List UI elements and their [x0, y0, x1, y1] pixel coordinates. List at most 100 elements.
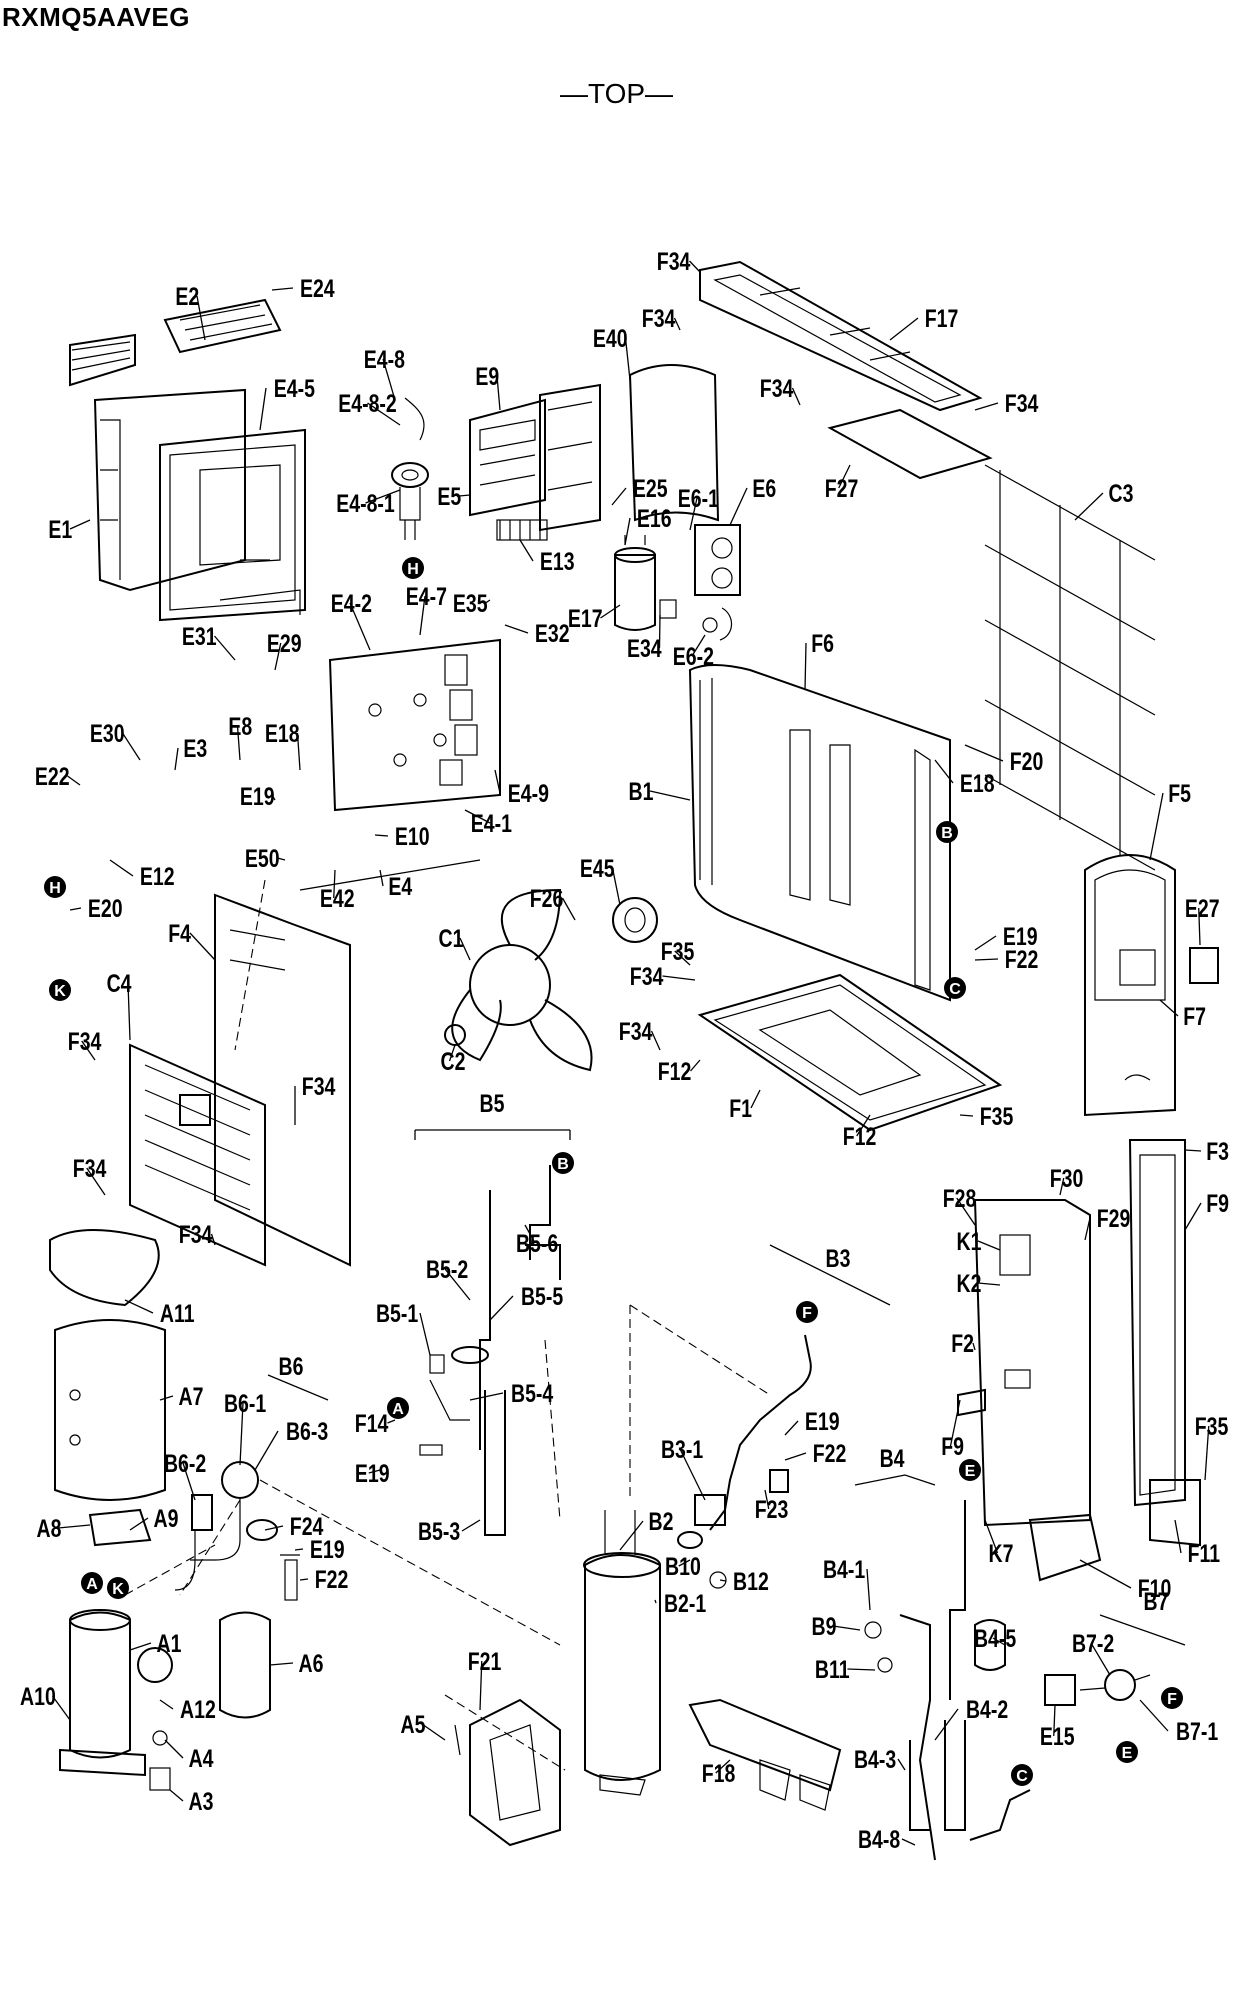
compressor-assembly — [49, 1229, 271, 1791]
callout-c3: C3 — [1109, 480, 1134, 508]
leader-e8 — [236, 725, 241, 761]
leader-b5-6 — [524, 1224, 536, 1244]
leader-e4-5 — [259, 387, 267, 431]
callout-c1: C1 — [439, 925, 464, 953]
callout-b10: B10 — [665, 1553, 701, 1581]
leader-e1 — [69, 519, 91, 530]
leader-c1 — [459, 937, 471, 961]
leader-e24 — [271, 287, 294, 291]
callout-a6: A6 — [299, 1650, 324, 1678]
leader-b4-3 — [897, 1758, 906, 1771]
group-brackets — [267, 859, 1186, 1646]
callout-a8: A8 — [37, 1515, 62, 1543]
marker-h-2: H — [44, 876, 66, 898]
callout-e18-2: E18 — [960, 770, 995, 798]
svg-text:C: C — [949, 981, 961, 998]
leader-e12 — [109, 859, 134, 877]
reactor-coil — [391, 397, 429, 540]
callout-f6: F6 — [811, 630, 834, 658]
marker-a-1: A — [387, 1397, 409, 1419]
leader-e50 — [277, 857, 286, 861]
callout-e32: E32 — [535, 620, 570, 648]
leader-f6 — [804, 642, 807, 691]
callout-f10: F10 — [1138, 1575, 1172, 1603]
callout-b12: B12 — [733, 1568, 769, 1596]
callout-e6: E6 — [752, 475, 776, 503]
callout-f34-7: F34 — [73, 1155, 107, 1183]
callout-e40: E40 — [593, 325, 628, 353]
callout-f34-8: F34 — [179, 1221, 213, 1249]
callout-e2: E2 — [175, 283, 199, 311]
callout-f22-2: F22 — [315, 1566, 349, 1594]
svg-text:E: E — [965, 1463, 976, 1480]
leader-b2-1 — [654, 1599, 657, 1604]
callout-f30: F30 — [1050, 1165, 1084, 1193]
leader-b4-2 — [934, 1708, 959, 1741]
callout-a11: A11 — [160, 1300, 195, 1328]
callout-f24: F24 — [290, 1513, 324, 1541]
callout-e19-4: E19 — [310, 1536, 345, 1564]
callout-b5-4: B5-4 — [511, 1380, 554, 1408]
leader-e9 — [496, 375, 501, 411]
leader-a5 — [421, 1723, 446, 1741]
leader-f22 — [299, 1578, 309, 1581]
callout-b4-3: B4-3 — [854, 1746, 896, 1774]
svg-text:B: B — [941, 825, 953, 842]
callout-f12-2: F12 — [843, 1123, 877, 1151]
wire-guard-grid — [984, 464, 1156, 871]
callout-e15: E15 — [1040, 1723, 1075, 1751]
callout-f34-5: F34 — [68, 1028, 102, 1056]
leader-e4-7 — [419, 595, 426, 636]
svg-text:A: A — [392, 1401, 404, 1418]
leader-f10 — [1079, 1559, 1132, 1589]
leader-f12 — [690, 1059, 701, 1072]
callout-a9: A9 — [154, 1505, 179, 1533]
svg-text:F: F — [1167, 1691, 1177, 1708]
callout-a7: A7 — [179, 1383, 204, 1411]
leader-e20 — [69, 907, 82, 911]
leader-a6 — [269, 1662, 294, 1666]
callout-a5: A5 — [401, 1711, 426, 1739]
callout-e18: E18 — [265, 720, 300, 748]
leader-a3 — [169, 1789, 184, 1802]
leader-f14 — [387, 1419, 396, 1424]
callout-e27: E27 — [1185, 895, 1220, 923]
callout-b11: B11 — [815, 1656, 850, 1684]
callout-e35: E35 — [453, 590, 488, 618]
leader-e31 — [214, 635, 236, 661]
callout-f22-3: F22 — [1005, 946, 1039, 974]
svg-text:C: C — [1016, 1768, 1028, 1785]
callout-f12: F12 — [658, 1058, 692, 1086]
leader-f34 — [210, 1233, 216, 1246]
leader-a1 — [129, 1642, 152, 1651]
leader-a4 — [164, 1739, 184, 1759]
switch-box-assembly — [69, 298, 306, 622]
callout-e4-7: E4-7 — [406, 583, 447, 611]
leader-e6 — [729, 487, 748, 526]
callout-b6-3: B6-3 — [286, 1418, 328, 1446]
leader-e25 — [611, 487, 627, 506]
leader-b11 — [847, 1668, 876, 1671]
leader-k7 — [984, 1519, 999, 1554]
marker-a-2: A — [81, 1572, 103, 1594]
callout-e6-1: E6-1 — [678, 485, 719, 513]
callout-a10: A10 — [20, 1683, 56, 1711]
callout-b4: B4 — [880, 1445, 905, 1473]
callout-k2: K2 — [957, 1270, 982, 1298]
callout-e10: E10 — [395, 823, 430, 851]
callout-e30: E30 — [90, 720, 125, 748]
leader-f18 — [715, 1759, 731, 1774]
leader-e16 — [624, 517, 631, 546]
leader-f34 — [662, 975, 696, 981]
solenoid-valve-b6 — [174, 1461, 300, 1601]
leader-e18 — [296, 732, 301, 771]
callout-e4-8-1: E4-8-1 — [336, 490, 395, 518]
callout-e3: E3 — [183, 735, 207, 763]
callout-b5-1: B5-1 — [376, 1300, 418, 1328]
callout-e19-2: E19 — [1003, 923, 1038, 951]
callout-e25: E25 — [633, 475, 668, 503]
leader-f24 — [264, 1525, 284, 1531]
callout-b7-2: B7-2 — [1072, 1630, 1114, 1658]
leader-b7-2 — [1090, 1642, 1111, 1676]
leader-b9 — [832, 1625, 861, 1631]
